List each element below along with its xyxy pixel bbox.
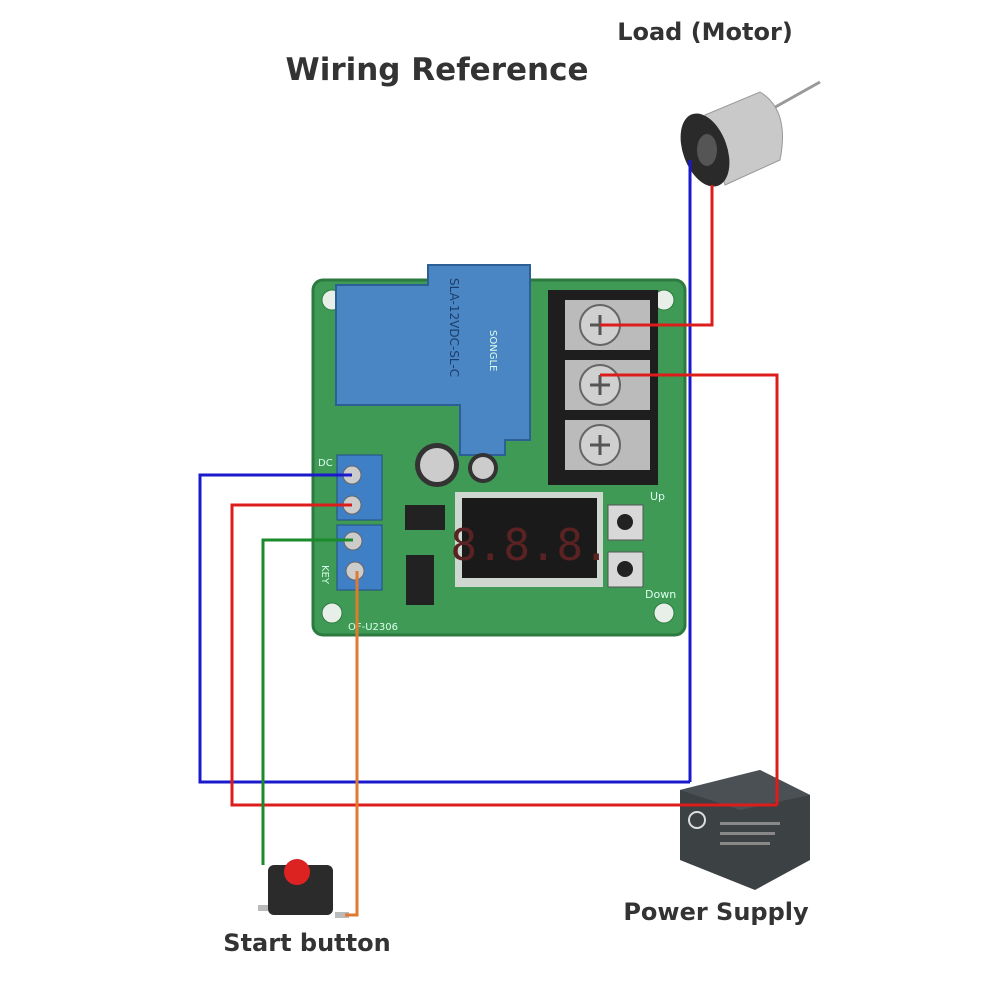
dc-terminal-label: DC bbox=[318, 458, 333, 469]
output-terminal-block bbox=[548, 290, 658, 485]
display-digits: 8.8.8. bbox=[451, 520, 610, 571]
control-board: SONGLE SLA-12VDC-SL-C 8.8.8. bbox=[311, 264, 687, 637]
relay-model: SLA-12VDC-SL-C bbox=[447, 278, 461, 377]
key-input-terminal bbox=[336, 524, 383, 591]
up-label: Up bbox=[650, 490, 665, 503]
down-label: Down bbox=[645, 588, 676, 601]
start-push-button[interactable] bbox=[258, 859, 349, 918]
load-motor-label: Load (Motor) bbox=[617, 18, 793, 46]
wire-board-dc-negative bbox=[198, 473, 690, 784]
start-button-label: Start button bbox=[223, 929, 391, 957]
battery bbox=[680, 770, 810, 890]
dc-input-terminal bbox=[336, 454, 383, 521]
wire-board-dc-positive bbox=[230, 503, 777, 807]
board-id: OF-U2306 bbox=[348, 622, 398, 633]
relay: SONGLE SLA-12VDC-SL-C bbox=[335, 264, 531, 456]
seven-segment-display: 8.8.8. bbox=[451, 492, 610, 587]
power-supply-label: Power Supply bbox=[623, 898, 809, 926]
relay-brand: SONGLE bbox=[487, 330, 498, 371]
wire-key-b bbox=[345, 571, 359, 917]
wire-key-a bbox=[261, 538, 353, 865]
key-terminal-label: KEY bbox=[319, 565, 330, 585]
diagram-title: Wiring Reference bbox=[285, 52, 589, 88]
dc-motor bbox=[680, 80, 821, 187]
wire-motor-positive bbox=[600, 185, 714, 327]
wire-relay-supply bbox=[600, 373, 779, 805]
